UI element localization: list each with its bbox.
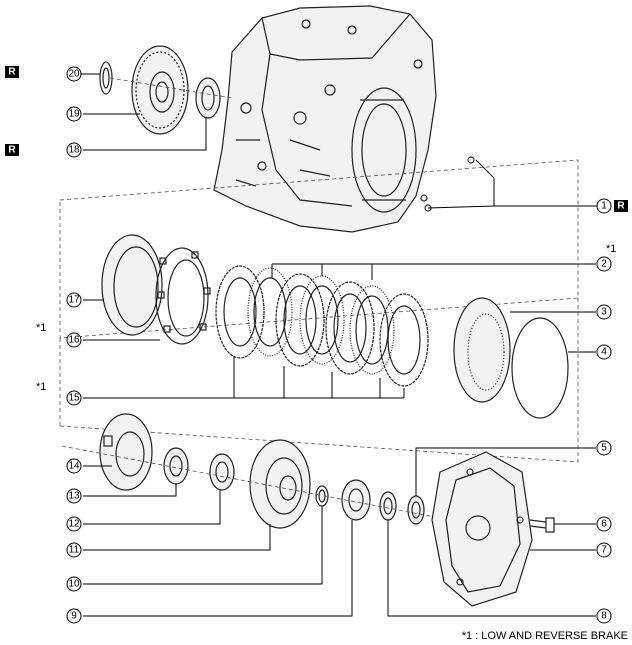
svg-text:18: 18 — [68, 145, 80, 156]
planetary-carrier-part — [99, 413, 153, 491]
snap-ring-part — [511, 317, 569, 419]
svg-text:3: 3 — [601, 307, 607, 318]
callout-6: 6 — [596, 516, 612, 532]
callout-4: 4 — [596, 344, 612, 360]
note-marker: *1 — [36, 322, 46, 334]
callout-7: 7 — [596, 542, 612, 558]
replace-badge — [5, 144, 19, 156]
svg-text:10: 10 — [68, 579, 80, 590]
svg-text:R: R — [8, 67, 16, 78]
svg-text:9: 9 — [71, 611, 77, 622]
note-marker: *1 — [36, 381, 46, 393]
spring-retainer-part — [155, 247, 211, 345]
callout-16: *1 16 — [36, 322, 82, 348]
svg-text:R: R — [8, 145, 16, 156]
idler-gear-part — [131, 45, 189, 135]
callout-19: 19 — [66, 106, 82, 122]
bearing-part — [195, 77, 221, 119]
svg-text:14: 14 — [68, 461, 80, 472]
pinion-gear-12 — [209, 453, 235, 491]
transaxle-case — [213, 5, 437, 233]
svg-text:12: 12 — [68, 519, 80, 530]
note-marker: *1 — [606, 243, 616, 255]
callout-12: 12 — [66, 516, 82, 532]
o-rings — [420, 156, 475, 212]
clutch-pack — [215, 265, 429, 387]
callout-18: R 18 — [5, 142, 82, 158]
svg-text:20: 20 — [68, 69, 80, 80]
seal-5 — [407, 495, 425, 525]
callout-3: 3 — [596, 304, 612, 320]
callout-10: 10 — [66, 576, 82, 592]
piston-part — [101, 234, 163, 336]
svg-text:2: 2 — [601, 259, 607, 270]
callout-1: 1 R — [596, 198, 628, 214]
svg-text:R: R — [617, 201, 625, 212]
callout-5: 5 — [596, 440, 612, 456]
svg-text:8: 8 — [601, 611, 607, 622]
callout-13: 13 — [66, 488, 82, 504]
replace-badge — [614, 200, 628, 212]
callout-9: 9 — [66, 608, 82, 624]
replace-badge — [5, 66, 19, 78]
callout-17: 17 — [66, 292, 82, 308]
bearing-8 — [379, 491, 397, 521]
svg-text:13: 13 — [68, 491, 80, 502]
svg-text:15: 15 — [68, 393, 80, 404]
footnote: *1 : LOW AND REVERSE BRAKE — [462, 630, 628, 642]
svg-text:11: 11 — [69, 545, 80, 556]
svg-text:4: 4 — [601, 347, 607, 358]
svg-text:16: 16 — [68, 335, 80, 346]
end-cover-part — [431, 451, 533, 607]
svg-text:5: 5 — [601, 443, 607, 454]
svg-text:6: 6 — [601, 519, 607, 530]
svg-text:19: 19 — [68, 109, 80, 120]
callout-11: 11 — [66, 542, 82, 558]
callout-2: *1 2 — [596, 243, 616, 272]
callout-15: *1 15 — [36, 381, 82, 406]
bolt-part — [529, 517, 555, 533]
callout-8: 8 — [596, 608, 612, 624]
callout-14: 14 — [66, 458, 82, 474]
ring-gear-part — [249, 439, 311, 529]
sun-gear-part — [341, 479, 371, 521]
svg-text:1: 1 — [601, 201, 607, 212]
leader-lines — [81, 73, 598, 617]
brake-hub-part — [453, 297, 511, 403]
callout-20: R 20 — [5, 66, 82, 82]
svg-text:17: 17 — [68, 295, 80, 306]
svg-text:7: 7 — [601, 545, 607, 556]
